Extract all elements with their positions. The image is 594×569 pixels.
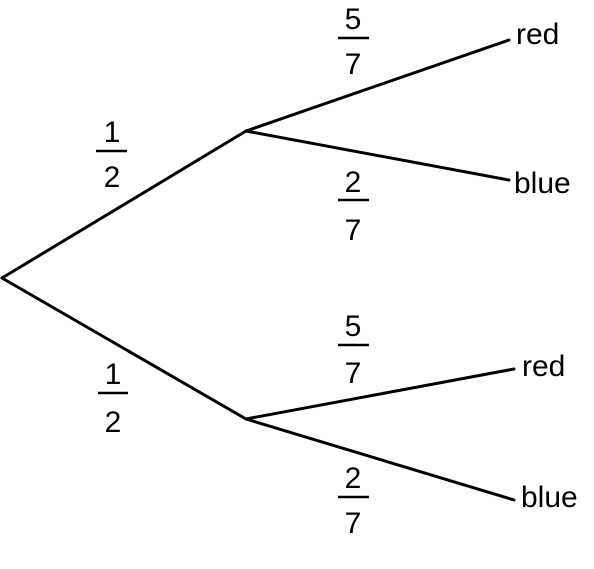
- prob-upper-blue: 2 7: [338, 166, 369, 247]
- prob-stage1-lower-denominator: 2: [105, 406, 122, 439]
- prob-upper-red-denominator: 7: [345, 48, 362, 81]
- prob-upper-blue-denominator: 7: [345, 214, 362, 247]
- prob-lower-blue-numerator: 2: [345, 462, 362, 495]
- outcome-lower-blue-label: blue: [521, 481, 578, 514]
- prob-stage1-upper-denominator: 2: [104, 161, 121, 194]
- outcome-lower-red-label: red: [522, 350, 565, 383]
- prob-lower-red-numerator: 5: [345, 310, 362, 343]
- prob-lower-red-denominator: 7: [345, 357, 362, 390]
- prob-upper-blue-numerator: 2: [345, 166, 362, 199]
- branch-root-to-lower: [0, 276, 248, 421]
- branch-lower-to-red: [244, 367, 516, 421]
- branch-lower-to-blue: [244, 417, 516, 502]
- prob-stage1-upper: 1 2: [96, 116, 127, 194]
- branch-upper-to-blue: [244, 129, 511, 182]
- prob-lower-blue: 2 7: [338, 462, 369, 540]
- prob-upper-red: 5 7: [338, 3, 369, 81]
- branch-root-to-upper: [0, 129, 248, 280]
- prob-upper-red-numerator: 5: [345, 3, 362, 36]
- outcome-upper-blue-label: blue: [514, 167, 571, 200]
- prob-stage1-lower-numerator: 1: [105, 358, 122, 391]
- prob-stage1-upper-numerator: 1: [104, 116, 121, 149]
- prob-lower-blue-denominator: 7: [345, 507, 362, 540]
- prob-stage1-lower: 1 2: [98, 358, 128, 439]
- prob-lower-red: 5 7: [338, 310, 369, 390]
- outcome-upper-red-label: red: [516, 18, 559, 51]
- branch-upper-to-red: [244, 38, 511, 133]
